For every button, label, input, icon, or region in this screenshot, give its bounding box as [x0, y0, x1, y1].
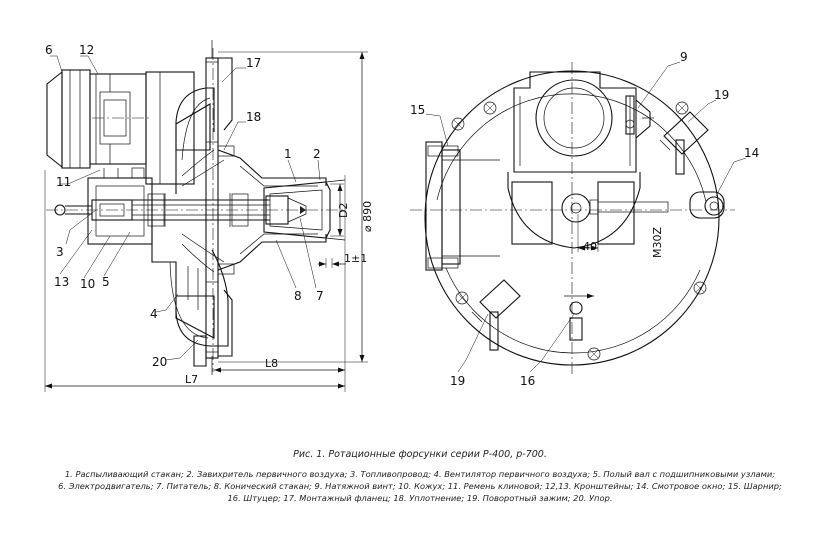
dimension-thread: M30Z — [651, 227, 664, 258]
callout-5: 5 — [102, 275, 110, 289]
side-leaders — [50, 55, 321, 361]
belt-guard — [507, 172, 669, 252]
sight-window — [689, 191, 725, 219]
belt-housing — [87, 71, 195, 245]
rotary-clamp-top — [659, 111, 709, 175]
callout-7: 7 — [316, 289, 324, 303]
dimension-40: 40 — [583, 240, 597, 253]
callout-12: 12 — [79, 43, 94, 57]
motor-end-circle — [535, 79, 613, 157]
callout-1: 1 — [284, 147, 292, 161]
callout-8: 8 — [294, 289, 302, 303]
callout-2: 2 — [313, 147, 321, 161]
side-dimension-texts: D2 ⌀ 890 1±1 L7 L8 — [185, 201, 374, 386]
motor-bracket — [513, 71, 637, 173]
dimension-diameter: ⌀ 890 — [361, 201, 374, 232]
callout-11: 11 — [56, 175, 71, 189]
callout-17: 17 — [246, 56, 261, 70]
spray-cup — [263, 179, 346, 241]
dimension-d2: D2 — [337, 203, 350, 218]
callout-14: 14 — [744, 146, 759, 160]
front-dimension-texts: M30Z 40 — [583, 227, 664, 258]
callout-18: 18 — [246, 110, 261, 124]
figure-caption: Рис. 1. Ротационные форсунки серии Р-400… — [293, 449, 547, 460]
hollow-shaft — [132, 193, 270, 227]
mounting-bolts — [451, 101, 707, 361]
dimension-l8: L8 — [265, 357, 278, 370]
dimension-offset: 1±1 — [344, 252, 367, 265]
callout-13: 13 — [54, 275, 69, 289]
callout-4: 4 — [150, 307, 158, 321]
dimension-l7: L7 — [185, 373, 198, 386]
front-leaders — [425, 61, 747, 373]
conical-cup — [217, 145, 327, 275]
dimension-lines — [44, 51, 368, 392]
callout-10: 10 — [80, 277, 95, 291]
hinge — [425, 141, 500, 271]
callout-3: 3 — [56, 245, 64, 259]
mounting-stop — [193, 335, 207, 367]
legend-line-2: 6. Электродвигатель; 7. Питатель; 8. Кон… — [58, 481, 782, 491]
callout-15: 15 — [410, 103, 425, 117]
mounting-flange — [205, 40, 233, 375]
fuel-line — [54, 199, 133, 221]
fan-housing — [151, 87, 229, 347]
tensioning-screw — [625, 95, 654, 139]
front-callouts: 9 19 15 14 19 16 — [410, 50, 759, 388]
electric-motor — [46, 69, 150, 169]
front-view: 9 19 15 14 19 16 M30Z 40 — [410, 50, 759, 388]
side-callouts: 6 12 17 18 1 2 11 3 13 10 5 4 20 8 7 — [45, 43, 324, 369]
callout-6: 6 — [45, 43, 53, 57]
callout-16: 16 — [520, 374, 535, 388]
legend-line-3: 16. Штуцер; 17. Монтажный фланец; 18. Уп… — [227, 493, 613, 503]
callout-9: 9 — [680, 50, 688, 64]
side-view: 6 12 17 18 1 2 11 3 13 10 5 4 20 8 7 D2 … — [44, 40, 374, 392]
callout-20: 20 — [152, 355, 167, 369]
legend-line-1: 1. Распыливающий стакан; 2. Завихритель … — [64, 469, 776, 479]
rotary-clamp-bottom — [471, 279, 521, 351]
fitting — [564, 293, 594, 341]
callout-19-bottom: 19 — [450, 374, 465, 388]
callout-19-top: 19 — [714, 88, 729, 102]
